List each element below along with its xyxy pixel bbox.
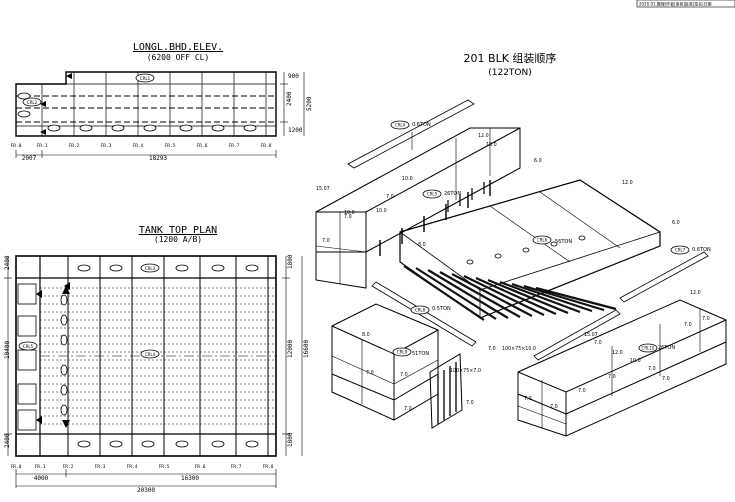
longl-dim-right-2: 2400 [286, 91, 293, 106]
longl-subtitle: (6200 OFF CL) [147, 53, 210, 62]
iso-thickness: 7.0 [466, 400, 474, 406]
tank-dim-left-1: 2400 [4, 255, 11, 270]
iso-thickness: 7.0 [608, 374, 616, 380]
iso-thickness: 6.0 [672, 220, 680, 226]
corner-stamp-text: 2020.01.整理|作者|审核|批准|签名|日期 [639, 1, 712, 7]
iso-title: 201 BLK 组装顺序 [464, 51, 557, 65]
longl-dim-main: 18293 [149, 155, 167, 162]
iso-mark: CRL6 [537, 238, 548, 243]
iso-thickness: 7.0 [524, 396, 532, 402]
longl-dim-right-1: 900 [288, 73, 299, 80]
iso-thickness: 10.0 [344, 210, 355, 216]
longl-mark-2: CRL2 [27, 100, 38, 105]
longl-title: LONGL.BHD.ELEV. [133, 42, 223, 53]
iso-thickness: 12.0 [622, 180, 633, 186]
longl-frame-label: FR.4 [133, 143, 144, 149]
iso-thickness: 12.0 [612, 350, 623, 356]
longl-dim-right-4: 5200 [306, 96, 313, 111]
tank-dim-right-1: 1800 [287, 254, 294, 269]
tank-dim-right-4: 16600 [303, 340, 310, 358]
longl-frame-label: FR.3 [101, 143, 112, 149]
tank-frame-label: FR.4 [127, 464, 138, 470]
iso-thickness: 7.0 [550, 404, 558, 410]
iso-thickness: 7.0 [400, 372, 408, 378]
iso-thickness: 12.0 [690, 290, 701, 296]
iso-mark: CRL7 [675, 248, 686, 253]
corner-stamp: 2020.01.整理|作者|审核|批准|签名|日期 [636, 0, 735, 8]
longl-frame-label: FR.8 [261, 143, 272, 149]
iso-mark: CRL8 [415, 308, 426, 313]
longl-dim-left: 2007 [22, 155, 37, 162]
iso-weight: 51TON [412, 351, 429, 357]
iso-thickness: 7.0 [344, 214, 352, 220]
iso-thickness: 7.0 [366, 370, 374, 376]
iso-thickness: 7.0 [404, 406, 412, 412]
iso-weight: 0.6TON [692, 247, 711, 253]
tank-dim-right-3: 1800 [287, 432, 294, 447]
iso-thickness: 10.0 [630, 358, 641, 364]
iso-thickness: 7.0 [488, 346, 496, 352]
iso-thickness: 8.0 [362, 332, 370, 338]
iso-thickness: 7.0 [684, 322, 692, 328]
iso-thickness: 8.0 [418, 242, 426, 248]
iso-weight: 0.5TON [432, 306, 451, 312]
tank-dim-a: 4000 [34, 475, 49, 482]
iso-thickness: 7.0 [322, 238, 330, 244]
isometric-assembly: 201 BLK 组装顺序 (122TON) [315, 51, 727, 437]
iso-weight: 0.6TON [412, 122, 431, 128]
iso-thickness: 12.0 [478, 133, 489, 139]
longl-frame-label: FR.1 [37, 143, 48, 149]
longl-elevation: LONGL.BHD.ELEV. (6200 OFF CL) CRL1 CRL2 … [11, 42, 313, 162]
iso-thickness: 10.0 [402, 176, 413, 182]
tank-subtitle: (1200 A/B) [154, 235, 202, 244]
iso-mark: CRL9 [397, 350, 408, 355]
tank-frame-label: FR.3 [95, 464, 106, 470]
iso-thickness: 7.0 [594, 340, 602, 346]
iso-thickness: 7.0 [386, 194, 394, 200]
iso-thickness: 7.0 [702, 316, 710, 322]
longl-frame-label: FR.0 [11, 143, 22, 149]
iso-subtitle: (122TON) [488, 68, 532, 78]
iso-thickness: 15.07 [316, 186, 330, 192]
tank-frame-label: FR.7 [231, 464, 242, 470]
tank-frame-label: FR.8 [263, 464, 274, 470]
iso-thickness: 7.0 [648, 366, 656, 372]
longl-mark-1: CRL1 [140, 76, 151, 81]
iso-thickness: 7.0 [578, 388, 586, 394]
tank-frame-label: FR.0 [11, 464, 22, 470]
iso-weight: 56TON [555, 239, 572, 245]
longl-frame-label: FR.6 [197, 143, 208, 149]
tank-dim-right-2: 12000 [287, 340, 294, 358]
tank-dim-b: 16300 [181, 475, 199, 482]
longl-frame-label: FR.2 [69, 143, 80, 149]
iso-thickness: 6.0 [534, 158, 542, 164]
tank-frame-label: FR.6 [195, 464, 206, 470]
tank-dim-left-3: 2400 [4, 433, 11, 448]
iso-weight: 26TON [658, 345, 675, 351]
iso-thickness: 100×75×10.0 [502, 346, 536, 352]
iso-mark: CRL4 [395, 123, 406, 128]
longl-frame-label: FR.5 [165, 143, 176, 149]
tank-frame-label: FR.2 [63, 464, 74, 470]
tank-title: TANK TOP PLAN [139, 225, 217, 236]
longl-frame-label: FR.7 [229, 143, 240, 149]
tank-dim-left-2: 10400 [4, 341, 11, 359]
tank-dim-total: 20300 [137, 487, 155, 494]
iso-weight: 26TON [444, 191, 461, 197]
iso-thickness: 15.07 [584, 332, 598, 338]
iso-thickness: 10.0 [486, 142, 497, 148]
iso-mark: CRL5 [427, 192, 438, 197]
longl-dim-right-3: 1200 [288, 127, 303, 134]
iso-thickness: 10.0 [376, 208, 387, 214]
iso-thickness: 100×75×7.0 [450, 368, 481, 374]
tank-frame-label: FR.5 [159, 464, 170, 470]
tank-mark-2: CRL4 [145, 352, 156, 357]
iso-mark: CRL10 [642, 346, 655, 351]
tank-mark-1: CRL3 [145, 266, 156, 271]
tank-top-plan: TANK TOP PLAN (1200 A/B) CRL3 CRL4 CRL5 … [4, 225, 310, 494]
tank-frame-label: FR.1 [35, 464, 46, 470]
iso-thickness: 7.0 [662, 376, 670, 382]
tank-mark-3: CRL5 [23, 344, 34, 349]
